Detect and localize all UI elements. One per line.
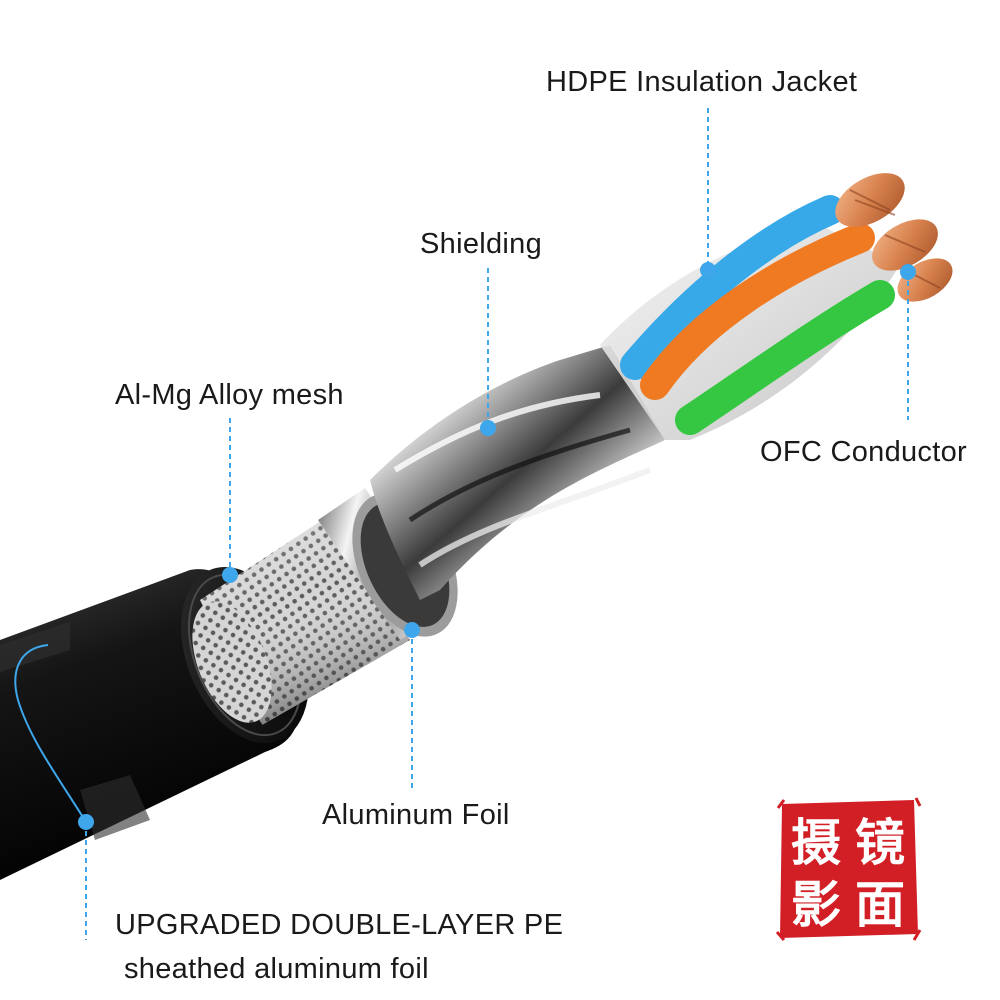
seal-char-3: 影 — [791, 876, 841, 934]
label-shielding: Shielding — [420, 228, 543, 260]
label-pe-sheath-line2: sheathed aluminum foil — [124, 953, 429, 985]
label-aluminum-foil: Aluminum Foil — [322, 799, 510, 831]
seal-char-4: 面 — [855, 876, 905, 934]
inner-hdpe-jacket — [600, 225, 900, 440]
label-ofc-conductor: OFC Conductor — [760, 436, 967, 468]
label-alloy-mesh: Al-Mg Alloy mesh — [115, 379, 344, 411]
seal-char-2: 镜 — [855, 814, 905, 872]
label-pe-sheath-line1: UPGRADED DOUBLE-LAYER PE — [115, 909, 564, 941]
label-hdpe-insulation-jacket: HDPE Insulation Jacket — [546, 66, 858, 98]
twisted-shielding — [370, 345, 665, 600]
seal-char-1: 摄 — [791, 814, 841, 872]
copper-conductors — [835, 173, 953, 302]
insulated-conductors — [620, 195, 895, 435]
red-seal-stamp: 摄 镜 影 面 — [776, 797, 922, 941]
callouts — [14, 108, 916, 940]
